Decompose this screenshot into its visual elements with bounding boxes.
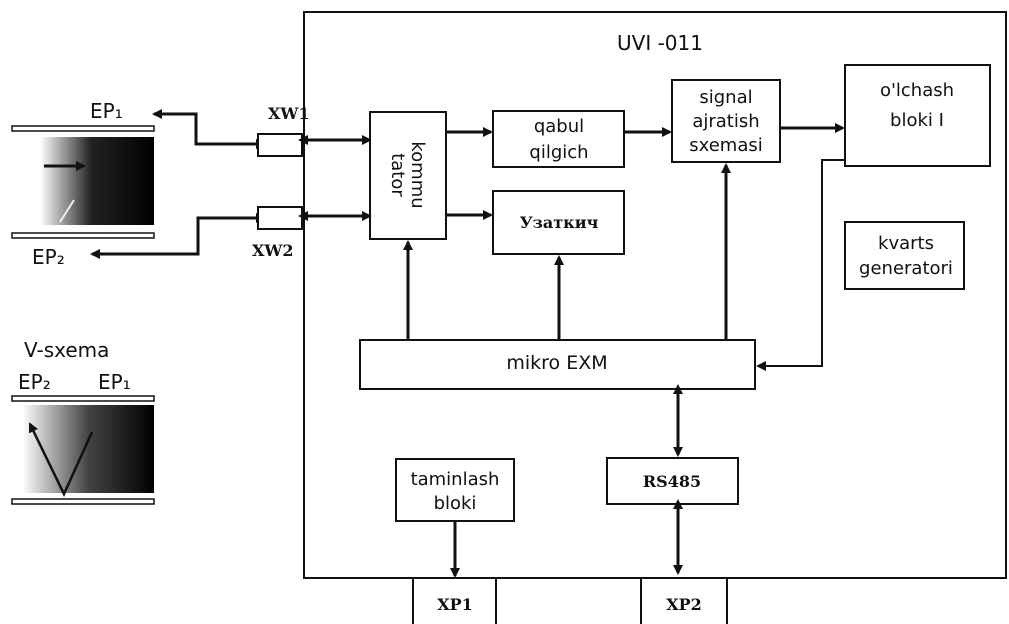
qabul-line2: qilgich: [529, 142, 588, 163]
rs485-label: RS485: [643, 472, 701, 491]
connector-xw1: [257, 133, 303, 157]
label-ep2-top: EP₂: [32, 245, 65, 269]
vscheme-probe: [11, 395, 155, 505]
kommutator-line1: kommu: [407, 141, 428, 208]
signal-line3: sxemasi: [689, 135, 763, 156]
mikro-label: mikro EXM: [506, 352, 607, 374]
connector-xp2: [640, 578, 728, 624]
taminlash-line1: taminlash: [411, 469, 500, 490]
taminlash-line2: bloki: [434, 493, 477, 514]
qabul-line1: qabul: [534, 116, 584, 137]
signal-line2: ajratish: [692, 111, 759, 132]
label-xp1: XP1: [437, 595, 473, 614]
kommutator-line2: tator: [387, 153, 408, 197]
block-signal-ajratish: [671, 79, 781, 163]
connector-xp1: [412, 578, 497, 624]
device-title: UVI -011: [617, 31, 703, 55]
kvarts-line2: generatori: [859, 258, 953, 279]
block-mikro-exm: [359, 339, 756, 390]
block-kvarts: [844, 221, 965, 290]
vscheme-title: V-sxema: [24, 338, 109, 362]
olchash-line2: bloki I: [890, 110, 944, 131]
vscheme-ep2: EP₂: [18, 370, 51, 394]
label-xp2: XP2: [666, 595, 702, 614]
block-kommutator: [369, 111, 447, 240]
kvarts-line1: kvarts: [878, 233, 934, 254]
block-uzatkich: [492, 190, 625, 255]
uzatkich-label: Узаткич: [520, 213, 599, 232]
probe-top: [11, 125, 155, 239]
label-xw1: XW1: [268, 104, 310, 123]
block-taminlash: [395, 458, 515, 522]
signal-line1: signal: [699, 87, 752, 108]
wire-ep2-xw2: [90, 213, 266, 259]
label-ep1-top: EP₁: [90, 99, 123, 123]
block-qabul-qilgich: [492, 110, 625, 168]
label-xw2: XW2: [252, 241, 294, 260]
block-olchash: [844, 64, 991, 167]
wire-ep1-xw1: [152, 109, 266, 149]
olchash-line1: o'lchash: [880, 80, 954, 101]
wire-olchash-mikro: [756, 159, 845, 371]
block-rs485: [606, 457, 739, 505]
vscheme-ep1: EP₁: [98, 370, 131, 394]
connector-xw2: [257, 206, 303, 230]
